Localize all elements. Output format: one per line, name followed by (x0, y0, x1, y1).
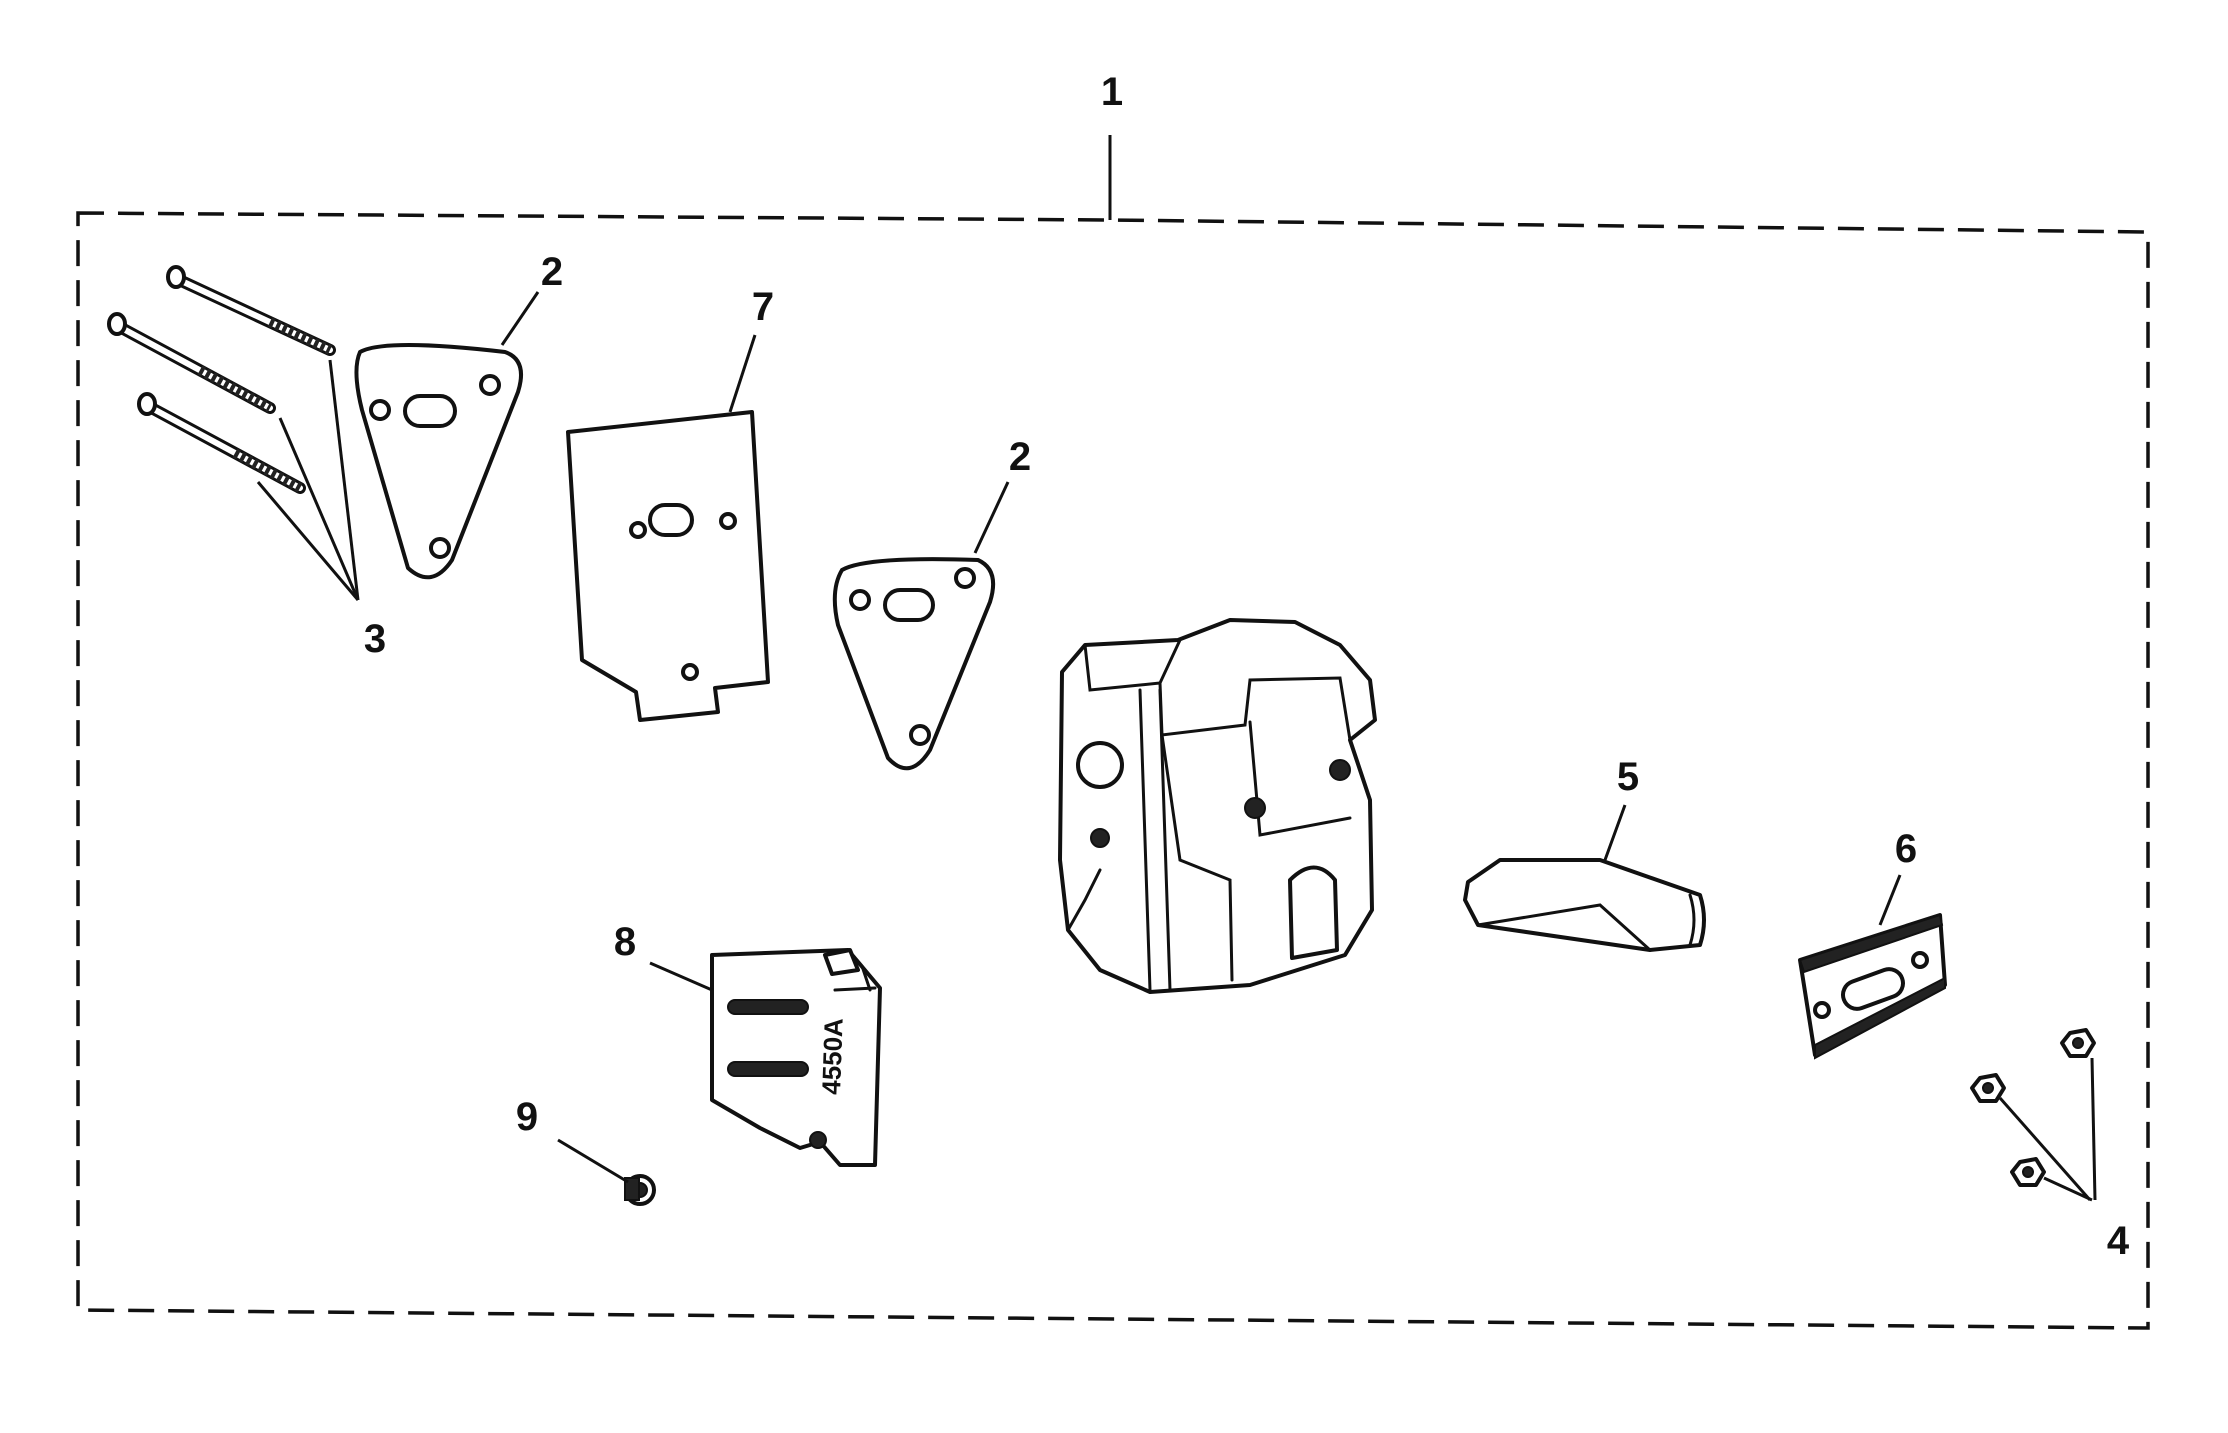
spark-screen-leader (1603, 804, 1627, 861)
muffler-outlet (1288, 865, 1339, 960)
spark-screen (1463, 804, 1706, 952)
gasket-right-hole (849, 589, 871, 611)
gasket-right-hole (909, 724, 931, 746)
nuts-leader-1 (1998, 1097, 2092, 1201)
gasket-left-hole (369, 399, 391, 421)
bolts-leader-2 (278, 417, 360, 601)
heat-shield (566, 334, 770, 722)
callout-gasket-left: 2 (541, 250, 563, 294)
screw (557, 1138, 656, 1206)
deflector-stamp: 4550A (816, 1017, 849, 1095)
callout-gasket-right: 2 (1009, 435, 1031, 479)
bolt-3 (137, 392, 306, 494)
heat-shield-hole (719, 512, 737, 530)
bolts-leader-1 (328, 359, 360, 601)
callout-spark-screen: 5 (1617, 755, 1639, 799)
deflector-hole (809, 1131, 827, 1149)
muffler-bolt-hole (1090, 828, 1110, 848)
heat-shield-hole (681, 663, 699, 681)
gasket-left (354, 291, 540, 580)
heat-shield-leader (728, 334, 757, 413)
nuts-leader-3 (2043, 1176, 2093, 1202)
plate-hole (1813, 1001, 1831, 1019)
plate-port (1841, 967, 1905, 1011)
nuts-leader-2 (2090, 1057, 2097, 1201)
muffler-body (1058, 618, 1377, 994)
gasket-left-hole (429, 537, 451, 559)
callout-bolts: 3 (364, 617, 386, 661)
plate-leader (1878, 874, 1902, 926)
deflector: 4550A (649, 948, 882, 1167)
muffler-bolt-hole (1329, 759, 1351, 781)
deflector-tab (823, 948, 860, 976)
callout-plate: 6 (1895, 827, 1917, 871)
nut-3 (2010, 1157, 2046, 1187)
nut-2 (2060, 1028, 2096, 1058)
heat-shield-hole (629, 521, 647, 539)
deflector-slot (727, 999, 809, 1015)
nuts (1970, 1028, 2097, 1202)
bolts (107, 265, 360, 601)
bolts-leader-3 (256, 481, 360, 601)
muffler-port (1076, 741, 1124, 789)
muffler-bolt-hole (1244, 797, 1266, 819)
callout-heat-shield: 7 (752, 285, 774, 329)
bolt-2 (107, 312, 276, 414)
deflector-leader (649, 961, 713, 992)
bolt-1 (166, 265, 336, 356)
gasket-right (832, 481, 1010, 771)
callout-screw: 9 (516, 1095, 538, 1139)
gasket-right-hole (954, 567, 976, 589)
callout-nuts: 4 (2107, 1219, 2130, 1263)
gasket-left-port (403, 394, 457, 428)
heat-shield-port (648, 503, 694, 537)
gasket-left-hole (479, 374, 501, 396)
gasket-left-leader (500, 291, 540, 346)
deflector-slot (727, 1061, 809, 1077)
callout-deflector: 8 (614, 920, 636, 964)
screw-leader (557, 1138, 629, 1184)
kit-boundary (76, 135, 2150, 1330)
gasket-right-port (883, 588, 935, 622)
callout-kit: 1 (1101, 70, 1123, 114)
plate-hole (1911, 951, 1929, 969)
plate (1798, 874, 1947, 1060)
nut-1 (1970, 1073, 2006, 1103)
gasket-right-leader (973, 481, 1010, 554)
